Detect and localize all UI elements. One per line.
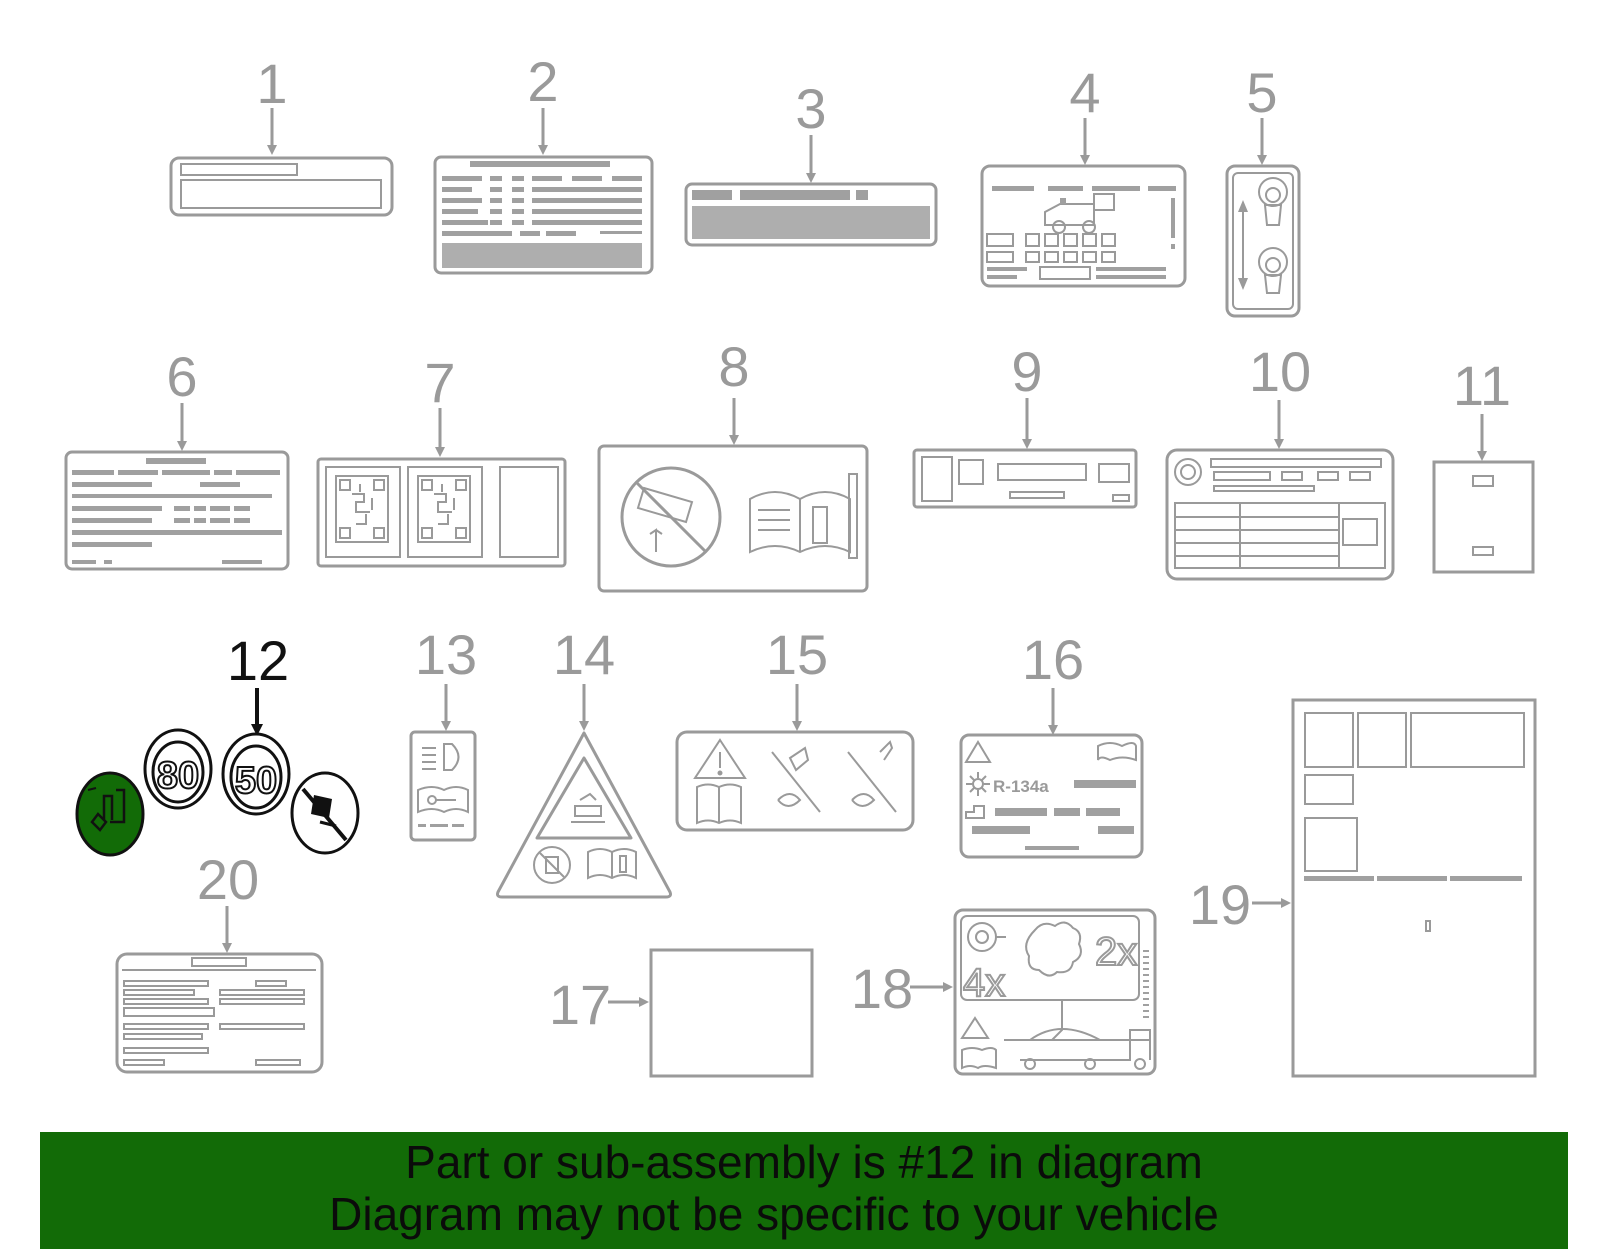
part-16[interactable]: 16 R-134a (959, 628, 1144, 859)
part-18[interactable]: 18 4x 2x (851, 908, 1157, 1076)
part-17[interactable]: 17 (549, 948, 814, 1078)
callout-15[interactable]: 15 (766, 623, 828, 686)
callout-1[interactable]: 1 (256, 52, 287, 115)
part-6[interactable]: 6 (64, 345, 290, 571)
callout-6[interactable]: 6 (166, 345, 197, 408)
speed-50-text: 50 (235, 760, 277, 802)
callout-2[interactable]: 2 (527, 50, 558, 113)
callout-17[interactable]: 17 (549, 973, 611, 1036)
part-14[interactable]: 14 (496, 623, 672, 899)
callout-11[interactable]: 11 (1453, 354, 1511, 417)
speed-80-text: 80 (157, 755, 199, 797)
callout-4[interactable]: 4 (1069, 61, 1100, 124)
multiplier-4x-text: 4x (963, 961, 1005, 1005)
callout-16[interactable]: 16 (1022, 628, 1084, 691)
info-banner: Part or sub-assembly is #12 in diagram D… (40, 1132, 1568, 1249)
multiplier-2x-text: 2x (1095, 930, 1137, 974)
refrigerant-text: R-134a (993, 777, 1049, 796)
part-1[interactable]: 1 (169, 52, 394, 217)
callout-3[interactable]: 3 (795, 77, 826, 140)
part-13[interactable]: 13 (409, 623, 477, 842)
part-3[interactable]: 3 (684, 77, 938, 247)
part-8[interactable]: 8 (597, 335, 869, 593)
part-11[interactable]: 11 (1432, 354, 1535, 574)
callout-13[interactable]: 13 (415, 623, 477, 686)
parts-diagram: 1 2 3 4 (64, 50, 1537, 1078)
part-12[interactable]: 12 80 50 (75, 629, 360, 857)
callout-7[interactable]: 7 (424, 351, 455, 414)
banner-line-1: Part or sub-assembly is #12 in diagram (405, 1136, 1203, 1188)
callout-10[interactable]: 10 (1249, 340, 1311, 403)
callout-9[interactable]: 9 (1011, 340, 1042, 403)
part-19[interactable]: 19 (1189, 698, 1537, 1078)
callout-8[interactable]: 8 (718, 335, 749, 398)
callout-14[interactable]: 14 (553, 623, 615, 686)
callout-5[interactable]: 5 (1246, 61, 1277, 124)
callout-19[interactable]: 19 (1189, 873, 1251, 936)
part-9[interactable]: 9 (912, 340, 1138, 509)
part-4[interactable]: 4 (980, 61, 1187, 288)
part-7[interactable]: 7 (316, 351, 567, 568)
part-10[interactable]: 10 (1165, 340, 1395, 581)
label-speed-50-disc: 50 (221, 732, 291, 816)
callout-18[interactable]: 18 (851, 957, 913, 1020)
label-green-disc (75, 771, 145, 857)
part-15[interactable]: 15 (675, 623, 915, 832)
part-20[interactable]: 20 (115, 848, 324, 1074)
callout-12[interactable]: 12 (227, 629, 289, 692)
part-2[interactable]: 2 (433, 50, 654, 275)
label-prohibition-disc (290, 771, 360, 855)
label-speed-80-disc: 80 (143, 728, 213, 810)
banner-line-2: Diagram may not be specific to your vehi… (329, 1188, 1219, 1240)
part-5[interactable]: 5 (1225, 61, 1301, 318)
callout-20[interactable]: 20 (197, 848, 259, 911)
